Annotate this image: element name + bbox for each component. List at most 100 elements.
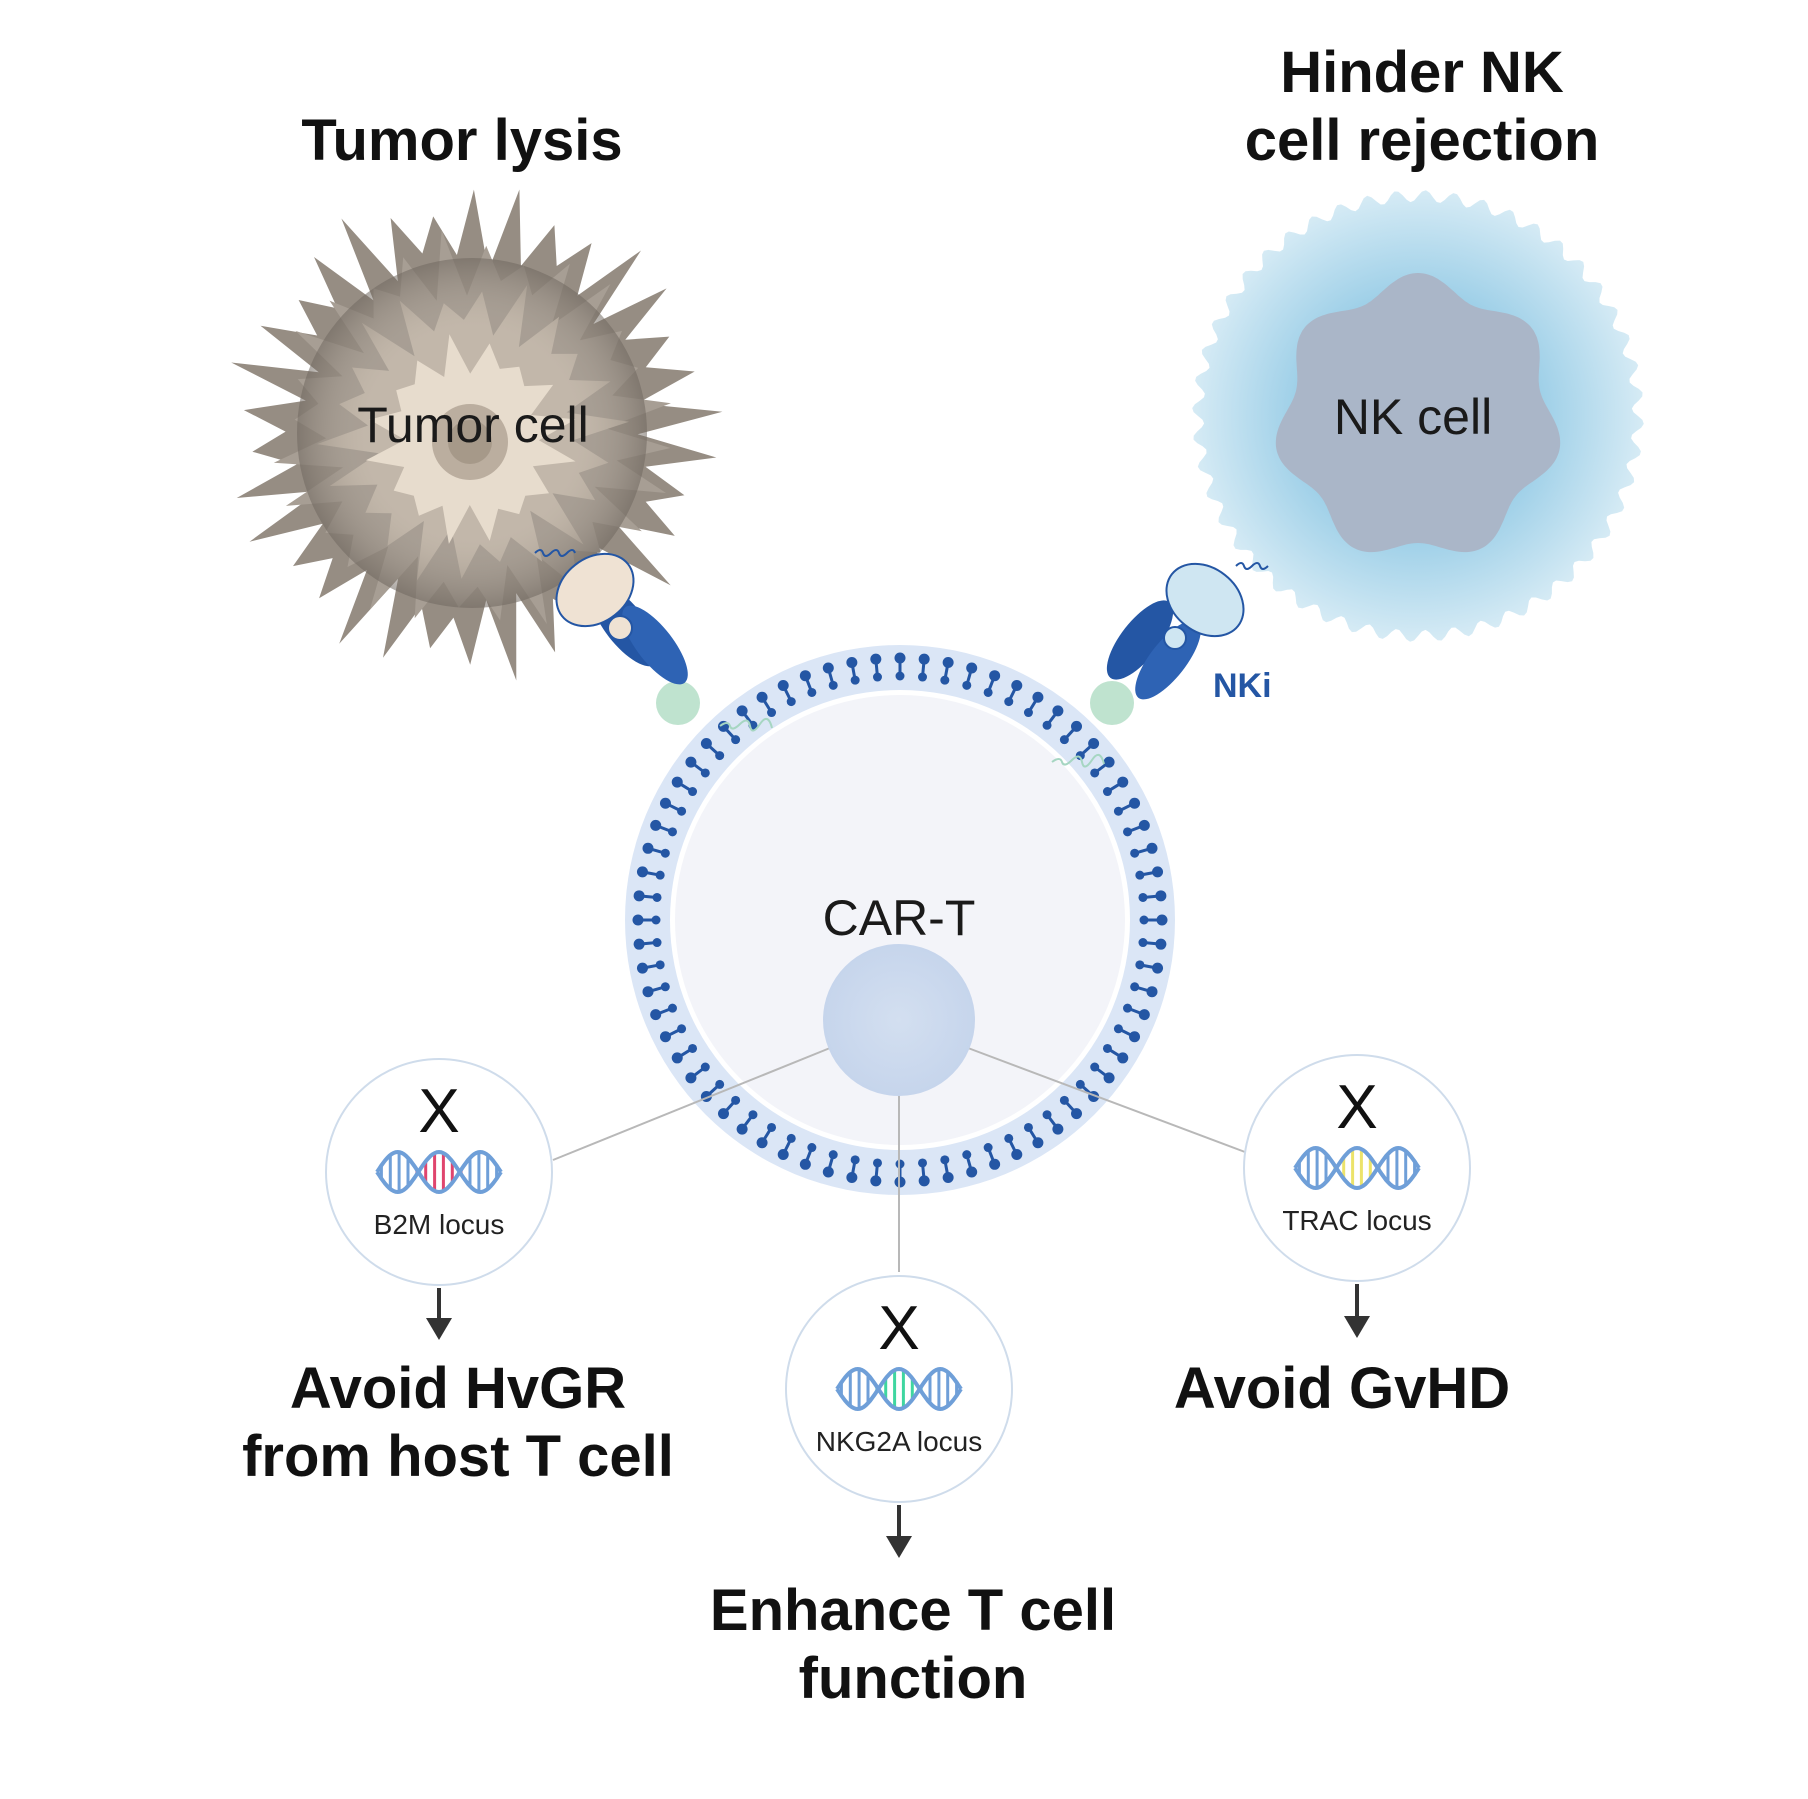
lipid-head bbox=[1052, 705, 1064, 717]
lipid-head-inner bbox=[1059, 1095, 1069, 1105]
lipid-head bbox=[700, 737, 712, 749]
lipid-head-inner bbox=[1138, 892, 1148, 902]
nki-label: NKi bbox=[1213, 667, 1272, 705]
lipid-head bbox=[659, 1031, 671, 1043]
b2m-bubble-circle bbox=[325, 1058, 553, 1286]
nk-cell-icon bbox=[1192, 190, 1644, 642]
lipid-head bbox=[1152, 866, 1164, 878]
lipid-head bbox=[846, 656, 858, 668]
lipid-head bbox=[799, 670, 811, 682]
lipid-head-inner bbox=[1023, 1122, 1033, 1132]
lipid-head-inner bbox=[655, 870, 665, 880]
lipid-head-inner bbox=[1130, 982, 1140, 992]
lipid-head bbox=[1088, 737, 1100, 749]
nki-hinge bbox=[1051, 753, 1105, 768]
lipid-head-inner bbox=[767, 1122, 777, 1132]
lipid-head bbox=[1032, 691, 1044, 703]
outcome-enhance-line1: Enhance T cell bbox=[710, 1578, 1116, 1643]
lipid-head bbox=[918, 653, 930, 665]
lipid-head-inner bbox=[918, 1158, 928, 1168]
lipid-head bbox=[1129, 797, 1141, 809]
lipid-head-inner bbox=[767, 708, 777, 718]
knockout-x-icon: X bbox=[878, 1294, 919, 1363]
lipid-head bbox=[756, 1137, 768, 1149]
car-costim-left bbox=[656, 681, 700, 725]
lipid-head-inner bbox=[1113, 806, 1123, 816]
b2m-locus-label: B2M locus bbox=[374, 1209, 505, 1240]
lipid-head-inner bbox=[1123, 1003, 1133, 1013]
lipid-head-inner bbox=[1138, 938, 1148, 948]
lipid-head-inner bbox=[700, 1062, 710, 1072]
nk-cell-core bbox=[1275, 273, 1561, 553]
lipid-head bbox=[777, 1149, 789, 1161]
lipid-head-inner bbox=[1130, 848, 1140, 858]
heading-tumor-lysis: Tumor lysis bbox=[301, 108, 622, 173]
lipid-head bbox=[1052, 1123, 1064, 1135]
lipid-head bbox=[1138, 819, 1150, 831]
lipid-head bbox=[822, 662, 834, 674]
dna-strand bbox=[835, 1366, 963, 1412]
tumor-cell-icon bbox=[231, 189, 723, 681]
lipid-head-inner bbox=[786, 697, 796, 707]
lipid-head bbox=[799, 1158, 811, 1170]
lipid-head bbox=[1071, 720, 1083, 732]
lipid-head bbox=[1146, 986, 1158, 998]
lipid-head-inner bbox=[1139, 915, 1149, 925]
lipid-head-inner bbox=[688, 1043, 698, 1053]
lipid-head bbox=[642, 842, 654, 854]
car-t-cell-icon bbox=[625, 645, 1175, 1195]
lipid-head-inner bbox=[1075, 751, 1085, 761]
lipid-head-inner bbox=[677, 1024, 687, 1034]
car-t-cytoplasm bbox=[675, 695, 1125, 1145]
lipid-head bbox=[1103, 756, 1115, 768]
lipid-head-inner bbox=[651, 915, 661, 925]
membrane-lipids bbox=[632, 652, 1168, 1188]
nkg2a-bubble-circle bbox=[785, 1275, 1013, 1503]
lipid-head bbox=[736, 1123, 748, 1135]
lipid-head bbox=[650, 819, 662, 831]
nk-ligand-stem bbox=[1163, 626, 1187, 650]
lipid-head-inner bbox=[828, 680, 838, 690]
lipid-head-inner bbox=[1135, 960, 1145, 970]
lipid-head-inner bbox=[655, 960, 665, 970]
nucleus-icon bbox=[823, 944, 975, 1096]
lipid-head-inner bbox=[1042, 1110, 1052, 1120]
lipid-head-inner bbox=[1042, 720, 1052, 730]
lipid-head-inner bbox=[850, 1155, 860, 1165]
lipid-head-inner bbox=[807, 1143, 817, 1153]
lipid-head bbox=[642, 986, 654, 998]
nki-receptor-icon bbox=[1051, 562, 1269, 768]
arrow-down-icon bbox=[1344, 1284, 1370, 1338]
lipid-head bbox=[918, 1175, 930, 1187]
lipid-head-inner bbox=[872, 672, 882, 682]
outcome-enhance-line2: function bbox=[799, 1646, 1028, 1711]
lipid-head-inner bbox=[715, 1079, 725, 1089]
lipid-head bbox=[756, 691, 768, 703]
lipid-head-inner bbox=[1004, 1133, 1014, 1143]
lipid-head-inner bbox=[872, 1158, 882, 1168]
lipid-head-inner bbox=[715, 751, 725, 761]
knockout-x-icon: X bbox=[418, 1077, 459, 1146]
trac-bubble-circle bbox=[1243, 1054, 1471, 1282]
lipid-head-inner bbox=[940, 1155, 950, 1165]
antigen-stem-left bbox=[607, 615, 633, 641]
nkg2a-locus-label: NKG2A locus bbox=[816, 1426, 983, 1457]
lipid-head-inner bbox=[700, 768, 710, 778]
car-receptor-icon bbox=[534, 549, 773, 732]
nk-ligand-anchor bbox=[1235, 562, 1269, 570]
outcome-hvgr-line1: Avoid HvGR bbox=[290, 1356, 626, 1421]
tumor-antigen-left bbox=[555, 552, 635, 628]
lipid-head-inner bbox=[828, 1150, 838, 1160]
lipid-head bbox=[1155, 890, 1167, 902]
lipid-head-inner bbox=[807, 687, 817, 697]
lipid-head bbox=[685, 756, 697, 768]
lipid-head bbox=[636, 962, 648, 974]
lipid-head-inner bbox=[1090, 1062, 1100, 1072]
heading-hinder-nk-line2: cell rejection bbox=[1245, 108, 1600, 173]
lipid-head-inner bbox=[667, 827, 677, 837]
lipid-head bbox=[685, 1072, 697, 1084]
trac-locus-bubble: X TRAC locus bbox=[1243, 1054, 1471, 1282]
lipid-head bbox=[1156, 914, 1168, 926]
lipid-head bbox=[671, 1052, 683, 1064]
lipid-head bbox=[1129, 1031, 1141, 1043]
